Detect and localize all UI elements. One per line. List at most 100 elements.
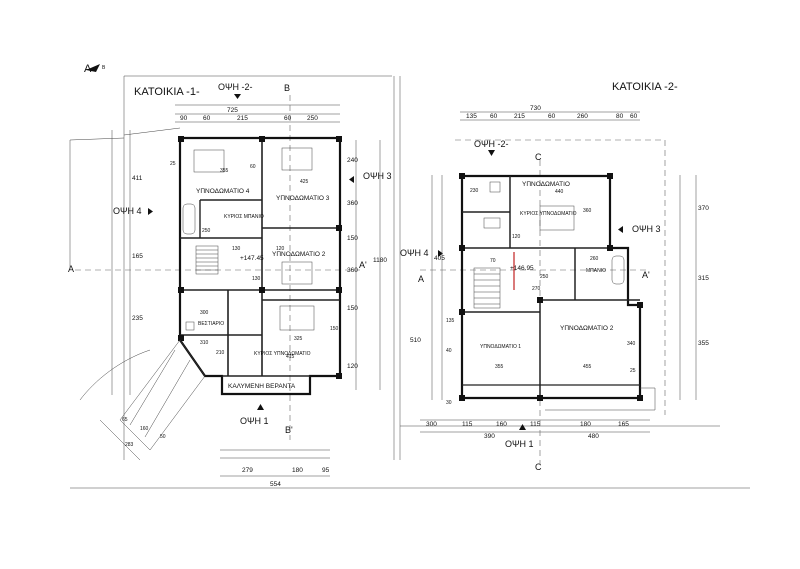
dimension-label: 180 (292, 467, 303, 474)
dimension-label: 1180 (373, 257, 387, 264)
dimension-label: 230 (470, 188, 479, 194)
north-arrow-icon: Α Β (84, 63, 106, 75)
dimension-label: 60 (284, 115, 292, 122)
drawing-line (79, 349, 151, 401)
dimension-label: 115 (462, 421, 473, 428)
dimension-label: 415 (286, 354, 295, 360)
dimension-label: 120 (276, 246, 285, 252)
house2-sec-c: C (535, 152, 542, 162)
drawing-line (119, 339, 206, 451)
dimension-label: 355 (495, 364, 504, 370)
dimension-label: 180 (580, 421, 591, 428)
column-mark (637, 395, 643, 401)
dimension-label: ΥΠΝΟΔΩΜΑΤΙΟ 1 (480, 344, 521, 350)
dimension-label: 80 (616, 113, 624, 120)
drawing-line (129, 349, 176, 426)
dimension-label: ΜΠΑΝΙΟ (586, 268, 606, 274)
bed-icon (193, 149, 225, 173)
dimension-label: 730 (530, 105, 541, 112)
column-mark (459, 245, 465, 251)
house-1: ΚΑΤΟΙΚΙΑ -1- ΟΨΗ -2- B ΟΨΗ 3 ΟΨΗ 4 ΟΨΗ 1… (68, 82, 392, 488)
stairs-icon (473, 267, 501, 309)
column-mark (178, 136, 184, 142)
dimension-label: 440 (555, 189, 564, 195)
dimension-label: 355 (220, 168, 229, 174)
house1-sec-a2: A' (359, 260, 367, 270)
dimension-label: ΥΠΝΟΔΩΜΑΤΙΟ 2 (560, 325, 614, 332)
dimension-label: ΥΠΝΟΔΩΜΑΤΙΟ (522, 181, 570, 188)
house1-view-left: ΟΨΗ 4 (113, 206, 142, 216)
drawing-line (545, 387, 656, 411)
dimension-label: 160 (140, 426, 149, 432)
column-mark (178, 335, 184, 341)
dimension-label: 60 (630, 113, 638, 120)
column-mark (336, 373, 342, 379)
view-marker-icon (148, 208, 153, 215)
dimension-label: 235 (132, 315, 143, 322)
house1-sec-a: A (68, 264, 74, 274)
dimension-label: 60 (203, 115, 211, 122)
house1-view-right: ΟΨΗ 3 (363, 171, 392, 181)
dimension-label: 360 (583, 208, 592, 214)
dimension-label: 25 (170, 161, 176, 167)
house1-view-top: ΟΨΗ -2- (218, 82, 253, 92)
dimension-label: 210 (216, 350, 225, 356)
bathtub-icon (182, 203, 196, 235)
drawing-line (144, 359, 191, 438)
dimension-label: 120 (512, 234, 521, 240)
sink-icon (185, 321, 195, 331)
bed-icon (281, 147, 313, 171)
dimension-label: 260 (590, 256, 599, 262)
view-marker-icon (257, 404, 264, 410)
dimension-label: 90 (180, 115, 188, 122)
dimension-label: 60 (548, 113, 556, 120)
house2-sec-c2: C (535, 462, 542, 472)
column-mark (459, 395, 465, 401)
house2-view-right: ΟΨΗ 3 (632, 224, 661, 234)
dimension-label: 300 (200, 310, 209, 316)
dimension-label: 165 (618, 421, 629, 428)
dimension-label: 370 (698, 205, 709, 212)
column-mark (537, 395, 543, 401)
dimension-label: 283 (125, 442, 134, 448)
column-mark (459, 309, 465, 315)
dimension-label: 240 (347, 157, 358, 164)
house2-view-left: ΟΨΗ 4 (400, 248, 429, 258)
dimension-label: 360 (347, 267, 358, 274)
dimension-label: 340 (627, 341, 636, 347)
dimension-label: 60 (490, 113, 498, 120)
column-mark (607, 173, 613, 179)
dimension-label: 425 (300, 179, 309, 185)
dimension-label: 65 (122, 417, 128, 423)
dimension-label: 160 (496, 421, 507, 428)
view-marker-icon (618, 226, 623, 233)
column-mark (336, 287, 342, 293)
dimension-label: 120 (347, 363, 358, 370)
house1-title: ΚΑΤΟΙΚΙΑ -1- (134, 86, 200, 98)
dimension-label: ΚΑΛΥΜΕΝΗ ΒΕΡΑΝΤΑ (228, 383, 296, 390)
house2-outline (460, 174, 642, 400)
drawing-line (473, 267, 501, 309)
dimension-label: 150 (347, 235, 358, 242)
view-marker-icon (438, 250, 443, 257)
house1-sec-b2: B' (285, 425, 293, 435)
stairs-icon (195, 245, 219, 275)
dimension-label: 135 (466, 113, 477, 120)
column-mark (459, 173, 465, 179)
dimension-label: 411 (132, 175, 143, 182)
toilet-icon (489, 181, 501, 193)
dimension-label: 360 (347, 200, 358, 207)
drawing-line (195, 245, 219, 275)
dimension-label: 300 (426, 421, 437, 428)
dimension-label: 30 (446, 400, 452, 406)
boundary-dash (455, 139, 666, 415)
house1-view-bottom: ΟΨΗ 1 (240, 416, 269, 426)
house2-sec-a: A (418, 274, 424, 284)
dimension-label: 40 (446, 348, 452, 354)
dimension-label: 150 (330, 326, 339, 332)
view-marker-icon (234, 94, 241, 99)
dimension-label: ΚΥΡΙΟΣ ΜΠΑΝΙΟ (224, 214, 264, 220)
dimension-label: 60 (250, 164, 256, 170)
